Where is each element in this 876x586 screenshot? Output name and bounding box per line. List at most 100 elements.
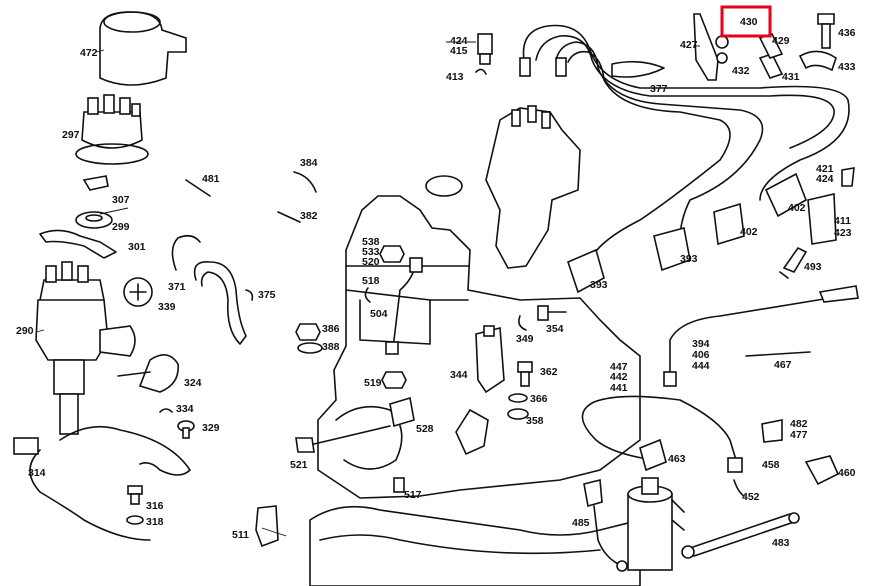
nut-386 — [295, 323, 321, 341]
label-307: 307 — [112, 194, 130, 206]
label-521: 521 — [290, 459, 308, 471]
label-441: 441 — [610, 382, 628, 394]
label-511: 511 — [232, 529, 249, 541]
vacuum-unit-324 — [117, 354, 179, 393]
label-481: 481 — [202, 173, 220, 185]
label-423: 423 — [834, 227, 852, 239]
engine-block — [309, 175, 641, 586]
label-393-left: 393 — [590, 279, 608, 291]
label-388: 388 — [322, 341, 340, 353]
label-452: 452 — [742, 491, 760, 503]
label-415: 415 — [450, 45, 468, 57]
highlight-box — [720, 5, 772, 38]
label-344: 344 — [450, 369, 468, 381]
label-406: 406 — [692, 349, 710, 361]
label-339: 339 — [158, 301, 176, 313]
label-504: 504 — [370, 308, 388, 320]
label-362: 362 — [540, 366, 558, 378]
ignition-coil-463 — [627, 477, 685, 571]
connector-424-415 — [477, 33, 493, 65]
rod-382 — [277, 211, 301, 223]
label-393-right: 393 — [680, 253, 698, 265]
label-366: 366 — [530, 393, 548, 405]
dust-shield-299 — [75, 211, 113, 229]
label-483: 483 — [772, 537, 790, 549]
boot-393-b — [653, 227, 691, 272]
distributor-assembly-center — [485, 105, 581, 269]
clamp-339 — [123, 277, 153, 307]
washer-358 — [507, 408, 529, 420]
label-493: 493 — [804, 261, 822, 273]
label-413: 413 — [446, 71, 464, 83]
label-447: 447 — [610, 361, 628, 373]
label-377: 377 — [650, 83, 668, 95]
label-316: 316 — [146, 500, 164, 512]
label-442: 442 — [610, 371, 628, 383]
label-421: 421 — [816, 163, 834, 175]
label-538: 538 — [362, 236, 380, 248]
rotor-307 — [82, 175, 109, 191]
label-299: 299 — [112, 221, 130, 233]
bracket-427 — [693, 13, 719, 81]
label-432: 432 — [732, 65, 750, 77]
hose-loop-375 — [193, 261, 254, 345]
label-517: 517 — [404, 489, 422, 501]
washer-366 — [508, 393, 528, 403]
washer-432 — [716, 52, 728, 64]
clip-413 — [475, 68, 487, 75]
boot-421 — [841, 167, 855, 187]
hose-371 — [171, 234, 201, 271]
boot-411 — [807, 193, 837, 245]
washer-388 — [297, 342, 323, 354]
label-384: 384 — [300, 157, 318, 169]
label-467: 467 — [774, 359, 792, 371]
label-477: 477 — [790, 429, 808, 441]
distributor-cap-297 — [75, 94, 149, 165]
wire-394 — [663, 285, 859, 387]
clip-482 — [761, 419, 783, 443]
boot-402-b — [764, 172, 807, 218]
label-463: 463 — [668, 453, 686, 465]
connector-511 — [255, 505, 279, 548]
coil-wire-447 — [581, 395, 745, 497]
label-429: 429 — [772, 35, 790, 47]
sensor-504 — [385, 257, 423, 355]
label-424-top: 424 — [450, 35, 468, 47]
label-402-left: 402 — [740, 226, 758, 238]
bracket-528 — [389, 396, 415, 428]
label-394: 394 — [692, 338, 710, 350]
bolt-517 — [393, 477, 405, 493]
leader-lines — [35, 41, 700, 537]
label-433: 433 — [838, 61, 856, 73]
screw-329 — [177, 420, 195, 439]
label-318: 318 — [146, 516, 164, 528]
plug-521 — [295, 425, 391, 453]
wire-314 — [13, 425, 191, 541]
label-297: 297 — [62, 129, 80, 141]
connector-460 — [804, 455, 840, 486]
label-334: 334 — [176, 403, 194, 415]
label-458: 458 — [762, 459, 780, 471]
label-472: 472 — [80, 47, 98, 59]
label-358: 358 — [526, 415, 544, 427]
boot-393-a — [567, 248, 605, 294]
label-519: 519 — [364, 377, 382, 389]
label-427: 427 — [680, 39, 698, 51]
rotor-cap-472 — [99, 11, 187, 86]
nut-519 — [381, 371, 407, 389]
label-349: 349 — [516, 333, 534, 345]
label-290: 290 — [16, 325, 34, 337]
label-354: 354 — [546, 323, 564, 335]
washer-334 — [159, 408, 173, 413]
label-411: 411 — [834, 215, 851, 227]
connector-485 — [583, 478, 628, 572]
label-324: 324 — [184, 377, 202, 389]
label-460: 460 — [838, 467, 856, 479]
cable-set-377 — [519, 24, 850, 261]
washer-538 — [379, 245, 405, 263]
label-301: 301 — [128, 241, 146, 253]
label-533: 533 — [362, 246, 380, 258]
clip-518 — [364, 287, 371, 303]
label-371: 371 — [168, 281, 186, 293]
